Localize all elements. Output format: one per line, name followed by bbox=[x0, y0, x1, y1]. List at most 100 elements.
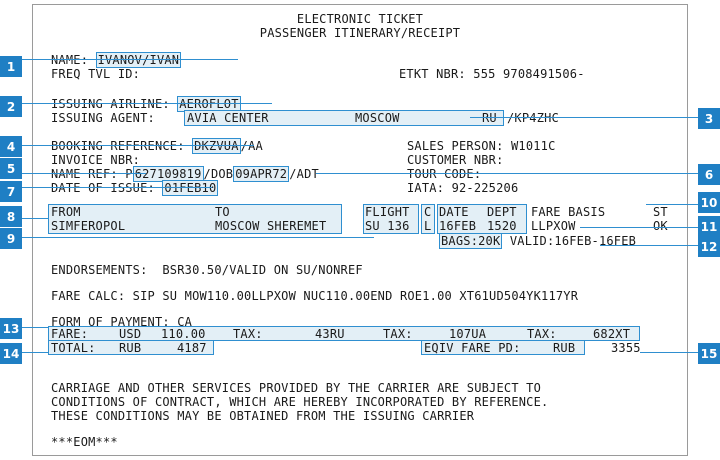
route-box bbox=[48, 204, 342, 234]
callout-line-13 bbox=[22, 327, 48, 328]
issuing-agent-label: ISSUING AGENT: bbox=[51, 111, 155, 125]
tax1-label: TAX: bbox=[233, 327, 263, 341]
to-city: MOSCOW SHEREMET bbox=[215, 219, 327, 233]
callout-badge-2: 2 bbox=[0, 96, 22, 117]
issuing-airline-row: ISSUING AIRLINE: AEROFLOT bbox=[51, 96, 241, 112]
fare-calc: FARE CALC: SIP SU MOW110.00LLPXOW NUC110… bbox=[51, 289, 579, 303]
callout-badge-5: 5 bbox=[0, 158, 22, 179]
name-row: NAME: IVANOV/IVAN bbox=[51, 52, 182, 68]
tax3-label: TAX: bbox=[527, 327, 557, 341]
callout-badge-8: 8 bbox=[0, 206, 22, 227]
callout-line-11 bbox=[580, 227, 698, 228]
issuing-agent-city: MOSCOW bbox=[355, 111, 400, 125]
tax1-amount: 43RU bbox=[315, 327, 345, 341]
from-label: FROM bbox=[51, 205, 81, 219]
eqiv-fare-currency: RUB bbox=[553, 341, 576, 355]
iata-row: IATA: 92-225206 bbox=[407, 181, 518, 195]
issuing-agent-code: /KP4ZHC bbox=[507, 111, 559, 125]
callout-line-10 bbox=[646, 204, 698, 205]
tax3-amount: 682XT bbox=[593, 327, 631, 341]
issuing-agent-country: RU bbox=[482, 111, 497, 125]
eqiv-fare-amount: 3355 bbox=[611, 341, 641, 355]
ticket-subtitle: PASSENGER ITINERARY/RECEIPT bbox=[259, 26, 461, 40]
callout-line-15 bbox=[640, 352, 698, 353]
total-box bbox=[48, 340, 214, 355]
iata-number: 92-225206 bbox=[451, 181, 519, 195]
issuing-airline-label: ISSUING AIRLINE: bbox=[51, 97, 170, 111]
invoice-label: INVOICE NBR: bbox=[51, 153, 141, 167]
booking-ref-suffix: /AA bbox=[240, 139, 263, 153]
callout-line-2 bbox=[22, 103, 272, 104]
etkt-label: ETKT NBR: bbox=[399, 67, 466, 81]
eqiv-fare-label: EQIV FARE PD: bbox=[424, 341, 521, 355]
callout-badge-13: 13 bbox=[0, 318, 22, 339]
baggage-allowance: BAGS:20K bbox=[439, 233, 503, 249]
fare-basis-label: FARE BASIS bbox=[531, 205, 606, 219]
flight-date: 16FEB bbox=[439, 219, 477, 233]
fare-currency: USD bbox=[119, 327, 142, 341]
callout-badge-6: 6 bbox=[698, 164, 720, 185]
tax2-label: TAX: bbox=[383, 327, 413, 341]
issuing-agent-name: AVIA CENTER bbox=[187, 111, 269, 125]
name-ref-label: NAME REF: bbox=[51, 167, 118, 181]
callout-line-6 bbox=[316, 173, 698, 174]
validity: VALID:16FEB-16FEB bbox=[509, 234, 637, 248]
callout-line-9 bbox=[22, 237, 374, 238]
form-of-payment: FORM OF PAYMENT: CA bbox=[51, 315, 193, 329]
issue-date: 01FEB10 bbox=[162, 180, 219, 196]
total-label: TOTAL: bbox=[51, 341, 96, 355]
name-label: NAME: bbox=[51, 53, 89, 67]
dept-label: DEPT bbox=[487, 205, 517, 219]
iata-label: IATA: bbox=[407, 181, 445, 195]
bags-valid-row: BAGS:20K VALID:16FEB-16FEB bbox=[439, 233, 637, 249]
issue-date-label: DATE OF ISSUE: bbox=[51, 181, 155, 195]
status-label: ST bbox=[653, 205, 668, 219]
tour-code-label: TOUR CODE: bbox=[407, 167, 482, 181]
sales-person-label: SALES PERSON: bbox=[407, 139, 504, 153]
fare-basis: LLPXOW bbox=[531, 219, 576, 233]
from-city: SIMFEROPOL bbox=[51, 219, 126, 233]
eqiv-fare-box bbox=[421, 340, 585, 355]
callout-badge-14: 14 bbox=[0, 343, 22, 364]
end-of-message: ***EOM*** bbox=[51, 435, 118, 449]
passenger-type: /ADT bbox=[289, 167, 319, 181]
callout-line-8 bbox=[22, 218, 48, 219]
etkt-number: 555 9708491506- bbox=[473, 67, 585, 81]
callout-badge-15: 15 bbox=[698, 343, 720, 364]
booking-class: L bbox=[424, 219, 432, 233]
callout-badge-9: 9 bbox=[0, 228, 22, 249]
fare-label: FARE: bbox=[51, 327, 89, 341]
etkt-row: ETKT NBR: 555 9708491506- bbox=[399, 67, 585, 81]
issue-date-row: DATE OF ISSUE: 01FEB10 bbox=[51, 180, 219, 196]
callout-badge-1: 1 bbox=[0, 56, 22, 77]
flight-label: FLIGHT bbox=[365, 205, 410, 219]
class-label: C bbox=[424, 205, 432, 219]
freq-tvl-label: FREQ TVL ID: bbox=[51, 67, 141, 81]
to-label: TO bbox=[215, 205, 230, 219]
callout-badge-12: 12 bbox=[698, 236, 720, 257]
class-box bbox=[421, 204, 435, 234]
conditions-line-1: CARRIAGE AND OTHER SERVICES PROVIDED BY … bbox=[51, 381, 542, 395]
departure-time: 1520 bbox=[487, 219, 517, 233]
passenger-name: IVANOV/IVAN bbox=[95, 52, 182, 68]
conditions-line-2: CONDITIONS OF CONTRACT, WHICH ARE HEREBY… bbox=[51, 395, 549, 409]
booking-ref-label: BOOKING REFERENCE: bbox=[51, 139, 185, 153]
flight-status: OK bbox=[653, 219, 668, 233]
date-label: DATE bbox=[439, 205, 469, 219]
ticket-title: ELECTRONIC TICKET bbox=[296, 12, 424, 26]
issuing-agent-box bbox=[184, 110, 504, 126]
callout-badge-7: 7 bbox=[0, 181, 22, 202]
callout-badge-11: 11 bbox=[698, 216, 720, 237]
flight-box bbox=[363, 204, 419, 234]
date-of-birth: 09APR72 bbox=[233, 166, 290, 182]
callout-badge-4: 4 bbox=[0, 136, 22, 157]
callout-line-1 bbox=[22, 59, 238, 60]
callout-line-4 bbox=[22, 145, 254, 146]
sales-person: W1011C bbox=[510, 139, 556, 153]
endorsements: ENDORSEMENTS: BSR30.50/VALID ON SU/NONRE… bbox=[51, 263, 363, 277]
tax2-amount: 107UA bbox=[449, 327, 487, 341]
sales-person-row: SALES PERSON: W1011C bbox=[407, 139, 556, 153]
issuing-airline: AEROFLOT bbox=[177, 96, 241, 112]
fare-amount: 110.00 bbox=[161, 327, 206, 341]
